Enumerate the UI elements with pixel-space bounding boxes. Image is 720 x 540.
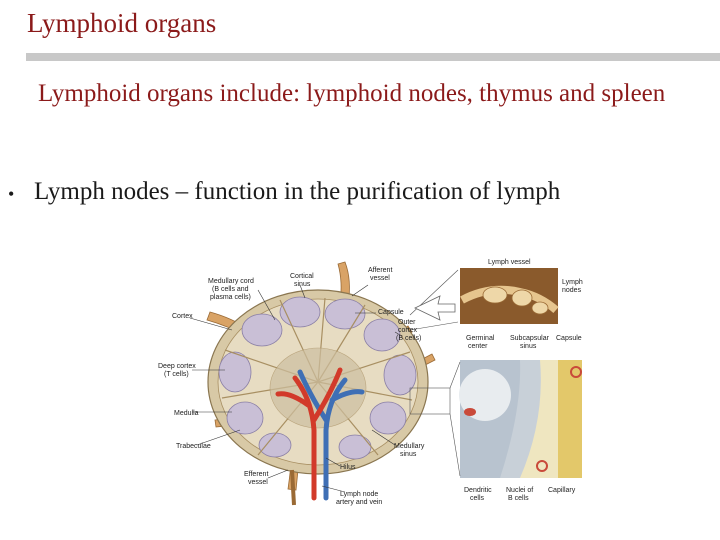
bullet-marker: • (8, 184, 15, 204)
label-subcapsular-sinus-2: sinus (520, 343, 537, 350)
label-outer-cortex-2: cortex (398, 327, 418, 334)
artery (275, 367, 343, 501)
label-cortex: Cortex (172, 313, 193, 320)
label-subcapsular-sinus: Subcapsular (510, 335, 550, 342)
histology-inset (459, 360, 582, 478)
label-lymph-vessel: Lymph vessel (488, 259, 531, 266)
zoom-lines (409, 269, 461, 477)
label-capillary: Capillary (548, 487, 576, 494)
label-medullary-cord-2: (B cells and (212, 286, 249, 293)
slide-title: Lymphoid organs (27, 8, 217, 38)
lymph-node-diagram (206, 261, 436, 506)
label-capsule-left: Capsule (378, 309, 404, 316)
zoom-arrow (414, 295, 456, 321)
bullet-item: • Lymph nodes – function in the purifica… (8, 176, 708, 210)
label-afferent-vessel-2: vessel (370, 275, 390, 282)
label-nuclei-b-cells-2: B cells (508, 495, 529, 502)
label-cortical-sinus: Cortical (290, 273, 314, 280)
label-trabeculae: Trabeculae (176, 443, 211, 450)
label-medullary-cord: Medullary cord (208, 278, 254, 285)
label-nuclei-b-cells: Nuclei of (506, 487, 533, 494)
label-cortical-sinus-2: sinus (294, 281, 311, 288)
label-deep-cortex: Deep cortex (158, 363, 196, 370)
label-efferent-vessel-2: vessel (248, 479, 268, 486)
slide-subtitle: Lymphoid organs include: lymphoid nodes,… (38, 80, 666, 107)
label-lymph-nodes: Lymph (562, 279, 583, 286)
vein (297, 369, 365, 501)
label-medullary-cord-3: plasma cells) (210, 294, 251, 301)
label-capsule-right: Capsule (556, 335, 582, 342)
label-artery-vein: Lymph node (340, 491, 378, 498)
label-outer-cortex: Outer (398, 319, 416, 326)
label-afferent-vessel: Afferent (368, 267, 392, 274)
follicles (218, 296, 417, 460)
label-medullary-sinus-2: sinus (400, 451, 417, 458)
lymph-vessel-inset (460, 268, 559, 324)
label-deep-cortex-2: (T cells) (164, 371, 189, 378)
label-germinal-center: Germinal (466, 335, 495, 342)
label-artery-vein-2: artery and vein (336, 499, 382, 506)
label-efferent-vessel: Efferent (244, 471, 268, 478)
label-hilus: Hilus (340, 464, 356, 471)
label-outer-cortex-3: (B cells) (396, 335, 421, 342)
label-germinal-center-2: center (468, 343, 488, 350)
bullet-text: Lymph nodes – function in the purificati… (34, 178, 561, 205)
label-medullary-sinus: Medullary (394, 443, 425, 450)
label-dendritic-cells-2: cells (470, 495, 485, 502)
label-medulla: Medulla (174, 410, 199, 417)
title-divider (26, 53, 720, 61)
label-dendritic-cells: Dendritic (464, 487, 492, 494)
label-lymph-nodes-2: nodes (562, 287, 582, 294)
leader-lines (189, 284, 401, 493)
